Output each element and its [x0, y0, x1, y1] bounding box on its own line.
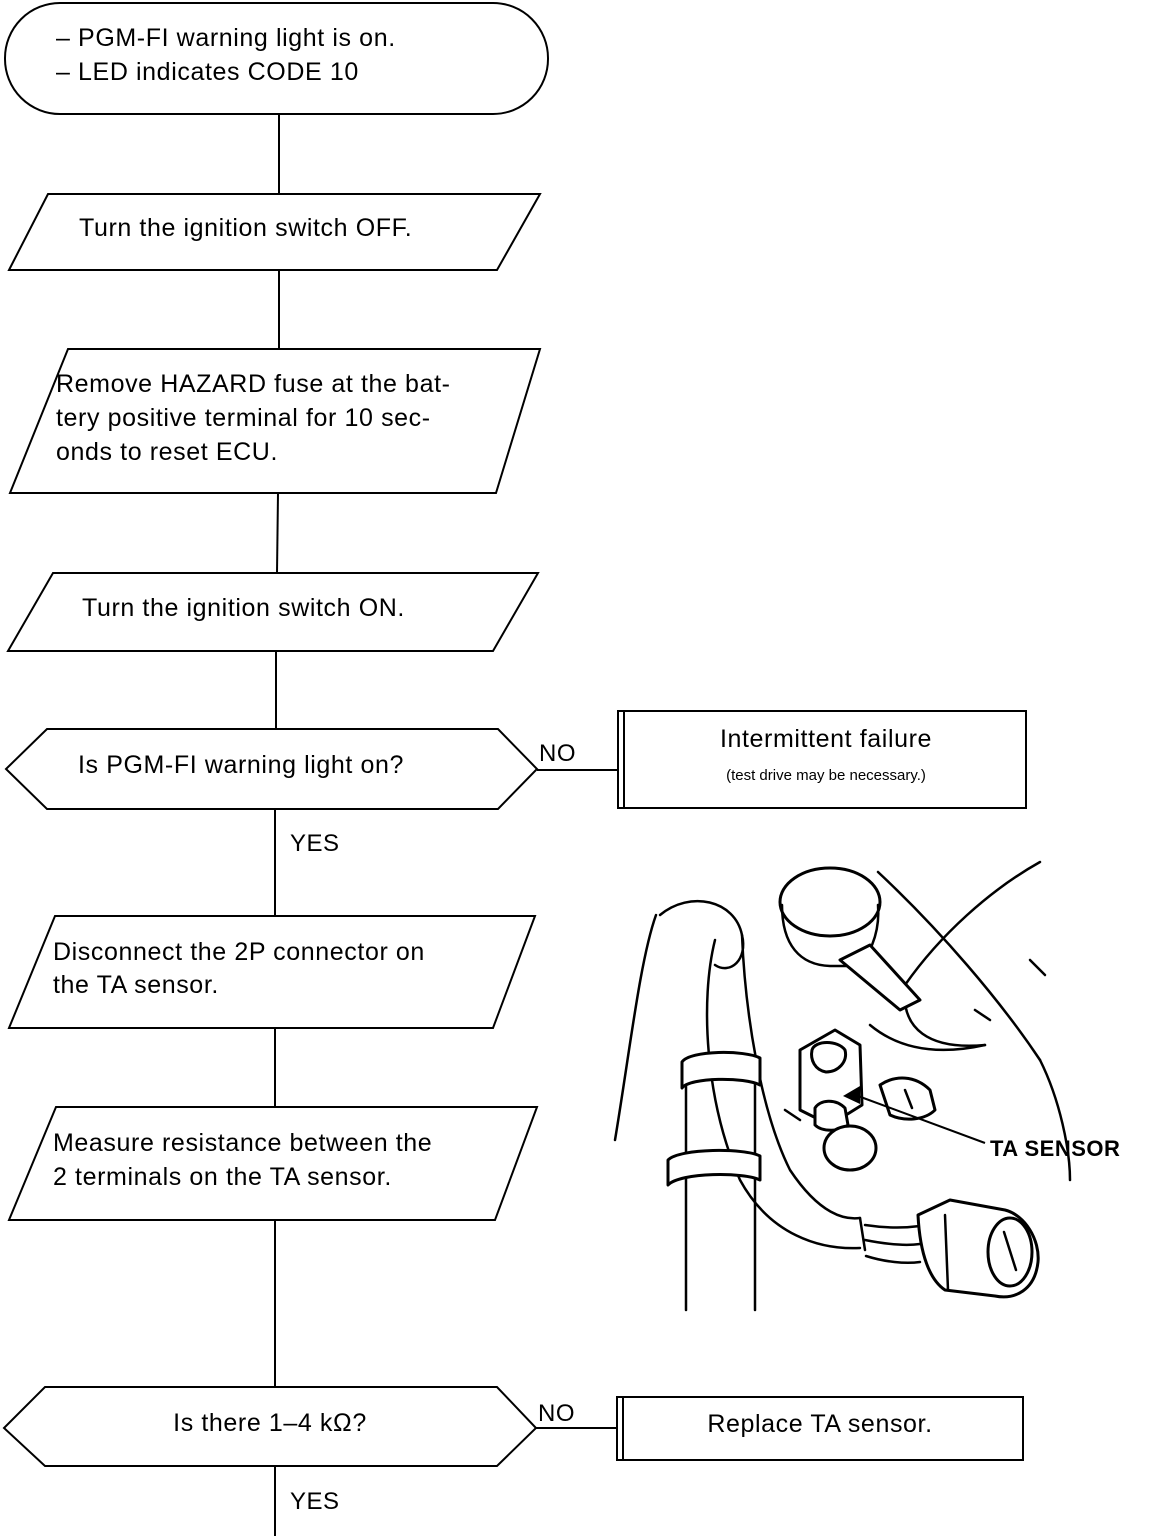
engine-outline-curve [868, 1023, 987, 1052]
step-ignition-off-text: Turn the ignition switch OFF. [79, 214, 412, 242]
ta-sensor-pointer-head [843, 1086, 860, 1104]
hose-top [658, 899, 745, 970]
engine-outline-curve [876, 870, 1042, 1062]
ta-sensor-leader-line [857, 1095, 986, 1144]
step-ignition-on-text: Turn the ignition switch ON. [82, 594, 405, 622]
step-remove-fuse-line-3: onds to reset ECU. [56, 438, 278, 466]
step-measure-resistance [7, 1106, 539, 1221]
engine-outline-curve [903, 860, 1042, 987]
step-ignition-off [7, 193, 542, 271]
ta-sensor-callout: TA SENSOR [990, 1136, 1120, 1161]
result-intermittent-title: Intermittent failure [720, 725, 932, 753]
hose-clamp [680, 1050, 762, 1090]
ta-sensor-detail [783, 1108, 802, 1122]
engine-detail-mark [1028, 958, 1047, 977]
ta-sensor-hex [810, 1041, 848, 1074]
step-remove-fuse [8, 348, 542, 494]
hose-end [858, 1216, 867, 1252]
2p-connector-edge [943, 1213, 950, 1292]
label-yes-1: YES [290, 830, 340, 857]
step-disconnect-line-2: the TA sensor. [53, 971, 219, 999]
step-measure-line-1: Measure resistance between the [53, 1129, 432, 1157]
reservoir-cap-side [780, 903, 862, 968]
step-ignition-on [6, 572, 540, 652]
step-remove-fuse-line-2: tery positive terminal for 10 sec- [56, 404, 431, 432]
2p-connector-pin [1002, 1230, 1018, 1272]
sensor-wire [864, 1254, 922, 1264]
step-disconnect-line-1: Disconnect the 2P connector on [53, 938, 425, 966]
ta-sensor-illustration: TA SENSOR [613, 860, 1120, 1312]
hose-edge [740, 933, 862, 1220]
label-no-1: NO [539, 740, 576, 767]
step-remove-fuse-line-1: Remove HAZARD fuse at the bat- [56, 370, 451, 398]
sensor-wire [863, 1223, 922, 1229]
reservoir-stem [838, 943, 922, 1012]
label-no-2: NO [538, 1400, 575, 1427]
result-replace-sensor [616, 1396, 1024, 1461]
sensor-wire [863, 1238, 922, 1247]
start-line-2: – LED indicates CODE 10 [56, 58, 359, 86]
hose-clamp [666, 1148, 762, 1187]
start-line-1: – PGM-FI warning light is on. [56, 24, 396, 52]
engine-detail-mark [973, 1008, 992, 1022]
decision-warning-light-text: Is PGM-FI warning light on? [78, 751, 404, 779]
ta-sensor-port [822, 1124, 878, 1172]
decision-resistance-text: Is there 1–4 kΩ? [173, 1409, 367, 1437]
result-intermittent-failure [617, 710, 1027, 809]
result-intermittent-note: (test drive may be necessary.) [726, 767, 926, 784]
decision-resistance [2, 1386, 538, 1467]
pipe-edge [613, 913, 658, 1142]
engine-outline-curve [1038, 1058, 1072, 1182]
start-terminator [4, 2, 549, 115]
step-disconnect-connector [7, 915, 537, 1029]
decision-warning-light [4, 728, 539, 810]
step-measure-line-2: 2 terminals on the TA sensor. [53, 1163, 392, 1191]
result-replace-text: Replace TA sensor. [707, 1410, 932, 1438]
ta-sensor-plug-detail [903, 1088, 914, 1110]
flow-line-fuse-to-on [276, 492, 279, 574]
reservoir-cap [778, 866, 882, 938]
label-yes-2: YES [290, 1488, 340, 1515]
